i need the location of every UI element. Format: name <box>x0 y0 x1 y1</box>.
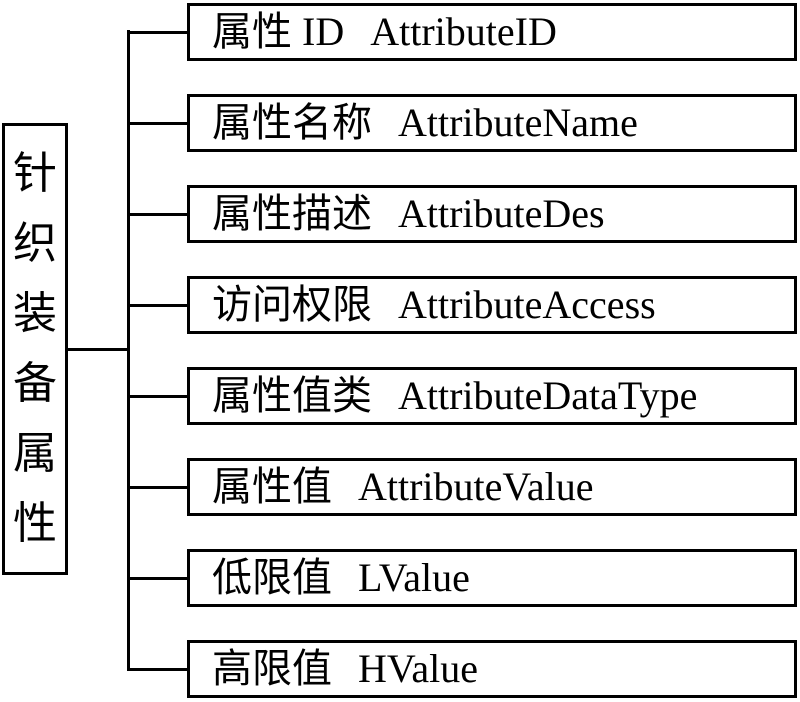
root-label-char: 属 <box>13 429 57 478</box>
root-label-char: 针 <box>13 149 57 198</box>
root-node: 针织装备属性 <box>2 123 68 575</box>
branch-line <box>127 667 187 671</box>
node-code-en: AttributeValue <box>358 464 594 509</box>
node-name-zh: 低限值 <box>212 555 332 600</box>
root-connector-line <box>68 348 127 351</box>
node-code-en: AttributeID <box>370 9 557 54</box>
root-label-char: 备 <box>13 359 57 408</box>
node-attribute-value: 属性值 AttributeValue <box>127 458 797 516</box>
node-name-zh: 访问权限 <box>212 282 372 327</box>
node-hvalue: 高限值 HValue <box>127 640 797 698</box>
node-name-zh: 属性值类 <box>212 373 372 418</box>
node-code-en: HValue <box>358 646 478 691</box>
node-code-en: AttributeDataType <box>398 373 698 418</box>
node-code-en: AttributeAccess <box>398 282 656 327</box>
attribute-node-list: 属性 ID AttributeID 属性名称 AttributeName 属性描… <box>127 3 797 698</box>
node-name-zh: 属性名称 <box>212 100 372 145</box>
node-name-zh: 属性 ID <box>212 9 345 54</box>
root-node-label: 针织装备属性 <box>5 126 65 572</box>
root-label-char: 装 <box>13 289 57 338</box>
node-attribute-access: 访问权限 AttributeAccess <box>127 276 797 334</box>
root-label-char: 性 <box>13 499 57 548</box>
tree-trunk-line <box>127 30 130 670</box>
node-name-zh: 属性描述 <box>212 191 372 236</box>
branch-line <box>127 303 187 307</box>
branch-line <box>127 212 187 216</box>
node-code-en: AttributeDes <box>398 191 605 236</box>
node-attribute-datatype: 属性值类 AttributeDataType <box>127 367 797 425</box>
branch-line <box>127 121 187 125</box>
node-attribute-des: 属性描述 AttributeDes <box>127 185 797 243</box>
node-name-zh: 高限值 <box>212 646 332 691</box>
node-lvalue: 低限值 LValue <box>127 549 797 607</box>
node-attribute-name: 属性名称 AttributeName <box>127 94 797 152</box>
node-code-en: LValue <box>358 555 470 600</box>
root-label-char: 织 <box>13 219 57 268</box>
branch-line <box>127 485 187 489</box>
node-name-zh: 属性值 <box>212 464 332 509</box>
branch-line <box>127 394 187 398</box>
branch-line <box>127 30 187 34</box>
node-attribute-id: 属性 ID AttributeID <box>127 3 797 61</box>
branch-line <box>127 576 187 580</box>
node-code-en: AttributeName <box>398 100 638 145</box>
